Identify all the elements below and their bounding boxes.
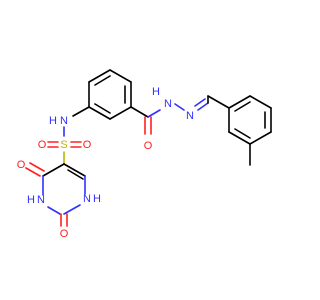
atom-s-sulfonyl: S xyxy=(60,139,67,151)
bond xyxy=(249,131,272,145)
bond xyxy=(72,106,90,117)
bond-inner xyxy=(94,103,111,114)
atom-h-hydrazide: H xyxy=(152,86,160,98)
atom-o-pyrimidine-2: O xyxy=(60,228,69,240)
bond-inner xyxy=(234,128,251,139)
bond xyxy=(109,106,132,120)
bonds xyxy=(25,69,272,227)
bond-inner xyxy=(234,101,251,112)
atom-o-sulfonyl-right: O xyxy=(83,139,92,151)
bond xyxy=(42,163,65,177)
atom-n-imine: N xyxy=(186,110,194,122)
atom-labels: N H S O O O N H N O N H N H O xyxy=(17,86,194,240)
molecule-structure: N H S O O O N H N O N H N H O xyxy=(17,69,272,240)
bond xyxy=(197,102,209,111)
atom-n-sulfonamide: N xyxy=(60,115,68,127)
atom-h-sulfonamide: H xyxy=(49,115,57,127)
bond xyxy=(29,162,45,172)
bond xyxy=(174,103,185,111)
bond xyxy=(88,106,111,120)
bond-inner xyxy=(94,75,111,86)
atom-o-sulfonyl-left: O xyxy=(38,139,47,151)
bond xyxy=(130,106,149,118)
bond xyxy=(63,163,86,177)
bond xyxy=(228,131,251,145)
atom-o-pyrimidine-4: O xyxy=(17,159,26,171)
bond xyxy=(194,98,206,107)
atom-h-pyrimidine-3: H xyxy=(27,194,35,206)
bond xyxy=(88,69,111,83)
bond xyxy=(249,95,272,109)
atom-h-pyrimidine-1: H xyxy=(93,193,101,205)
bond xyxy=(109,69,132,83)
bond-inner xyxy=(67,169,84,180)
atom-o-amide: O xyxy=(144,140,153,152)
bond xyxy=(63,204,81,215)
bond xyxy=(228,95,251,109)
bond xyxy=(147,109,161,118)
atom-n-pyrimidine-1: N xyxy=(83,193,91,205)
bond xyxy=(47,206,61,215)
atom-n-hydrazide: N xyxy=(164,98,172,110)
atom-n-pyrimidine-3: N xyxy=(37,194,45,206)
bond xyxy=(207,95,230,109)
bond xyxy=(25,167,41,177)
